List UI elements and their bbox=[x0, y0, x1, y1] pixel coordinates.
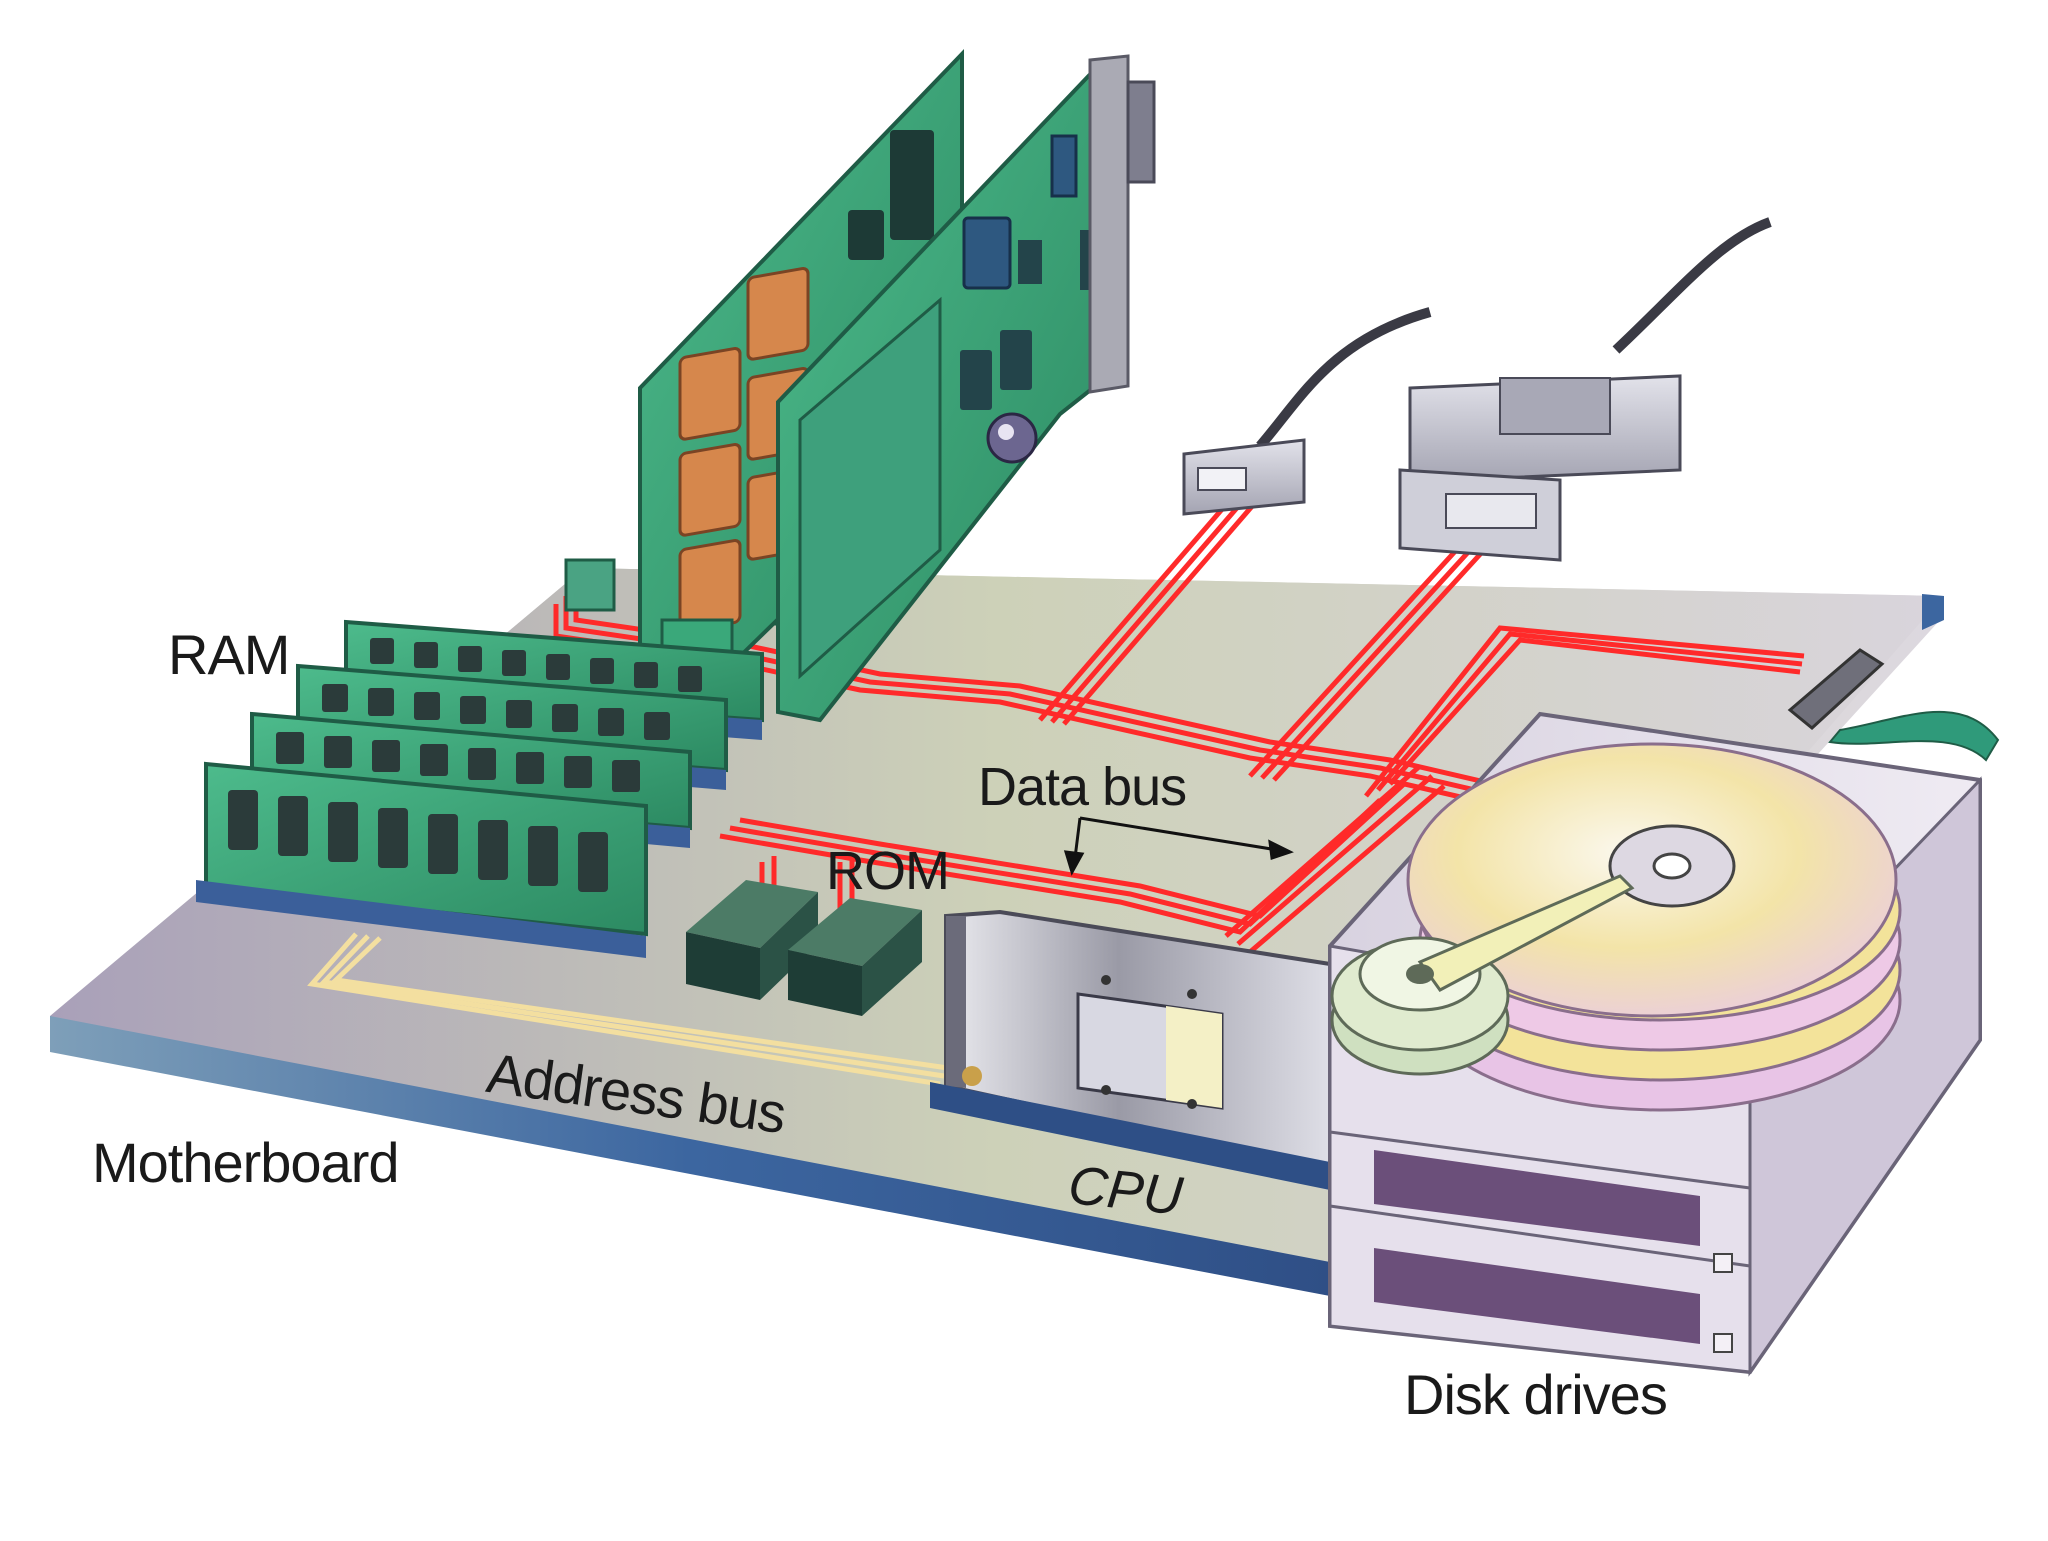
ram-chips bbox=[228, 638, 702, 892]
motherboard-front-edge bbox=[50, 1016, 1330, 1296]
cpu bbox=[930, 909, 1332, 1190]
rom-chips bbox=[686, 880, 922, 1016]
address-bus-traces bbox=[307, 932, 949, 1087]
data-bus-traces bbox=[553, 498, 1805, 954]
data-bus-arrows bbox=[1063, 816, 1294, 876]
rom-label: ROM bbox=[826, 841, 950, 901]
ram-label: RAM bbox=[168, 623, 290, 686]
ribbon-cable bbox=[1787, 648, 2000, 762]
disk-drives bbox=[1328, 711, 1982, 1377]
floppy-slot bbox=[1374, 1150, 1700, 1246]
usb-connector bbox=[1182, 307, 1432, 516]
ram-modules bbox=[196, 619, 764, 958]
rom-chip bbox=[686, 880, 818, 1000]
card-brackets bbox=[1088, 54, 1156, 394]
ram-module bbox=[196, 761, 648, 958]
cpu-label: CPU bbox=[1065, 1154, 1186, 1227]
expansion-card-2 bbox=[776, 61, 1100, 723]
rom-chip bbox=[788, 898, 922, 1016]
parallel-connector bbox=[1398, 217, 1772, 562]
motherboard-label: Motherboard bbox=[92, 1131, 400, 1194]
floppy-slot bbox=[1374, 1248, 1700, 1344]
data-bus-label: Data bus bbox=[978, 757, 1187, 817]
actuator-arm bbox=[1330, 874, 1635, 1076]
disk-drives-label: Disk drives bbox=[1404, 1363, 1668, 1426]
